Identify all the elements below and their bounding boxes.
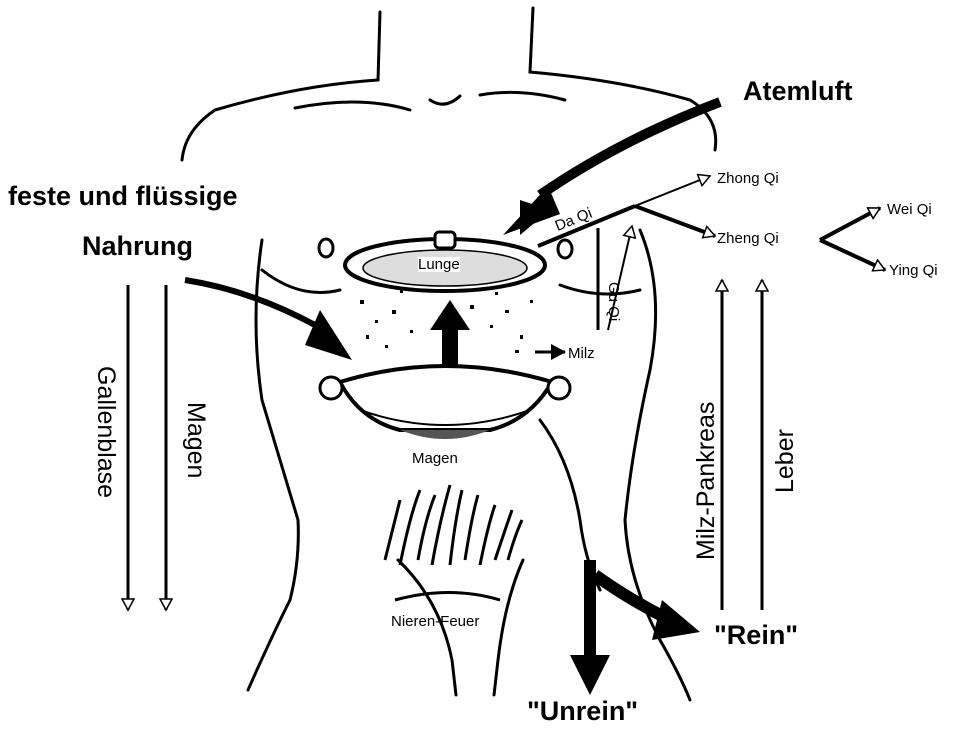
- ascending-arrows: [722, 280, 762, 610]
- zhong-qi-label: Zhong Qi: [717, 171, 779, 186]
- gallenblase-label: Gallenblase: [93, 366, 118, 498]
- magen-pot-label: Magen: [412, 451, 458, 466]
- magen-pot: [320, 366, 570, 439]
- lunge-label: Lunge: [418, 257, 460, 272]
- qi-lines: [538, 176, 885, 330]
- steam-arrow: [430, 300, 470, 370]
- leber-label: Leber: [773, 429, 798, 493]
- nieren-feuer-flames: [385, 485, 522, 600]
- descending-arrows: [128, 285, 166, 610]
- rein-label: "Rein": [714, 622, 798, 649]
- zheng-qi-label: Zheng Qi: [717, 231, 779, 246]
- ying-qi-label: Ying Qi: [889, 263, 938, 278]
- gu-qi-label: Gu Qi: [606, 282, 621, 321]
- nahrung-label-line2: Nahrung: [82, 233, 193, 260]
- magen-side-label: Magen: [183, 402, 208, 478]
- milz-label: Milz: [568, 346, 595, 361]
- rein-arrow: [595, 575, 700, 640]
- atemluft-label: Atemluft: [743, 78, 853, 105]
- unrein-label: "Unrein": [527, 698, 638, 725]
- wei-qi-label: Wei Qi: [887, 202, 932, 217]
- nahrung-label-line1: feste und flüssige: [8, 183, 238, 210]
- milz-pankreas-label: Milz-Pankreas: [694, 402, 719, 560]
- nieren-feuer-label: Nieren-Feuer: [391, 614, 479, 629]
